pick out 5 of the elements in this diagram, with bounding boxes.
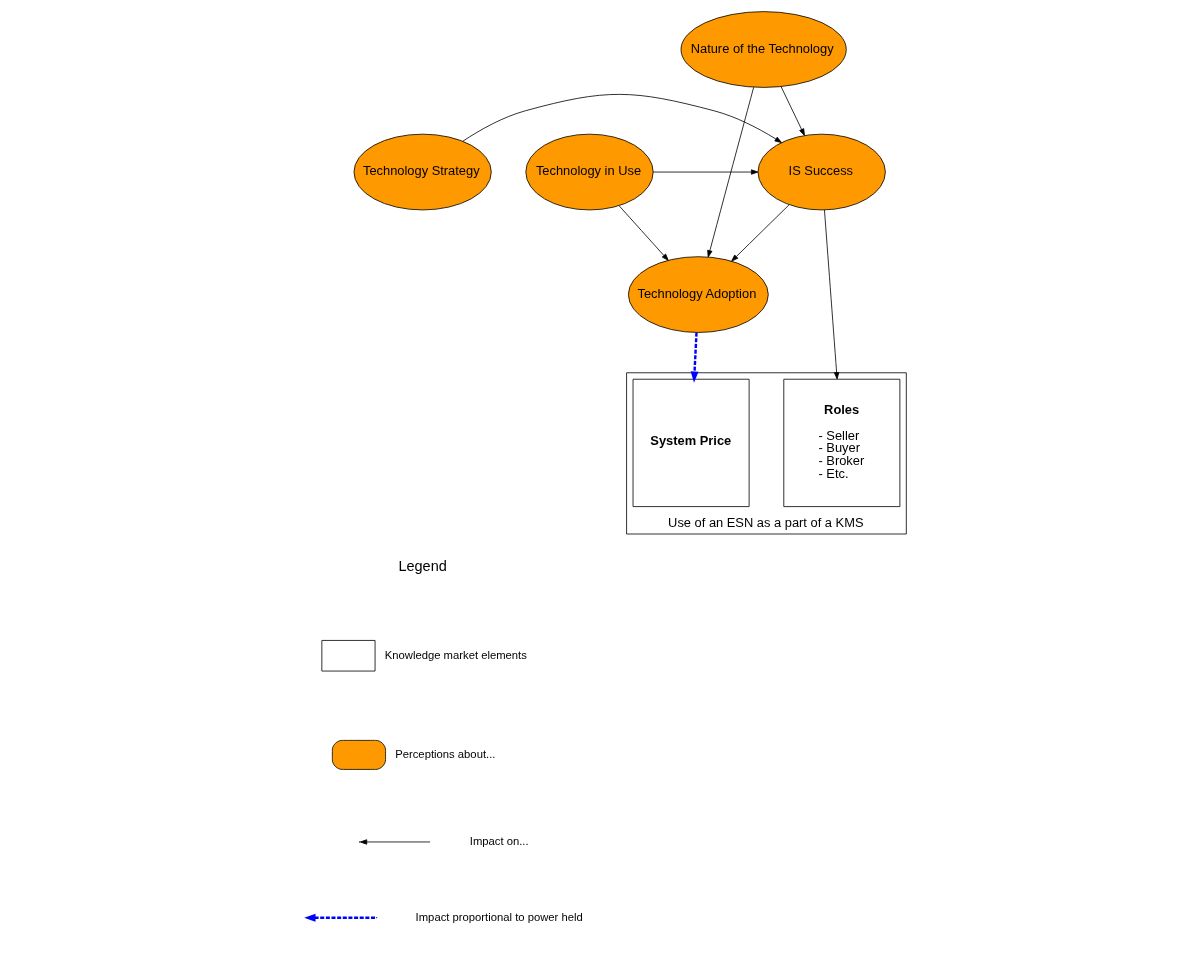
legend-label: Impact on...	[469, 834, 529, 847]
legend-label: Knowledge market elements	[384, 648, 527, 661]
legend-label: Impact proportional to power held	[415, 910, 583, 923]
legend-label: Perceptions about...	[395, 747, 496, 760]
label: Legend	[398, 558, 447, 575]
